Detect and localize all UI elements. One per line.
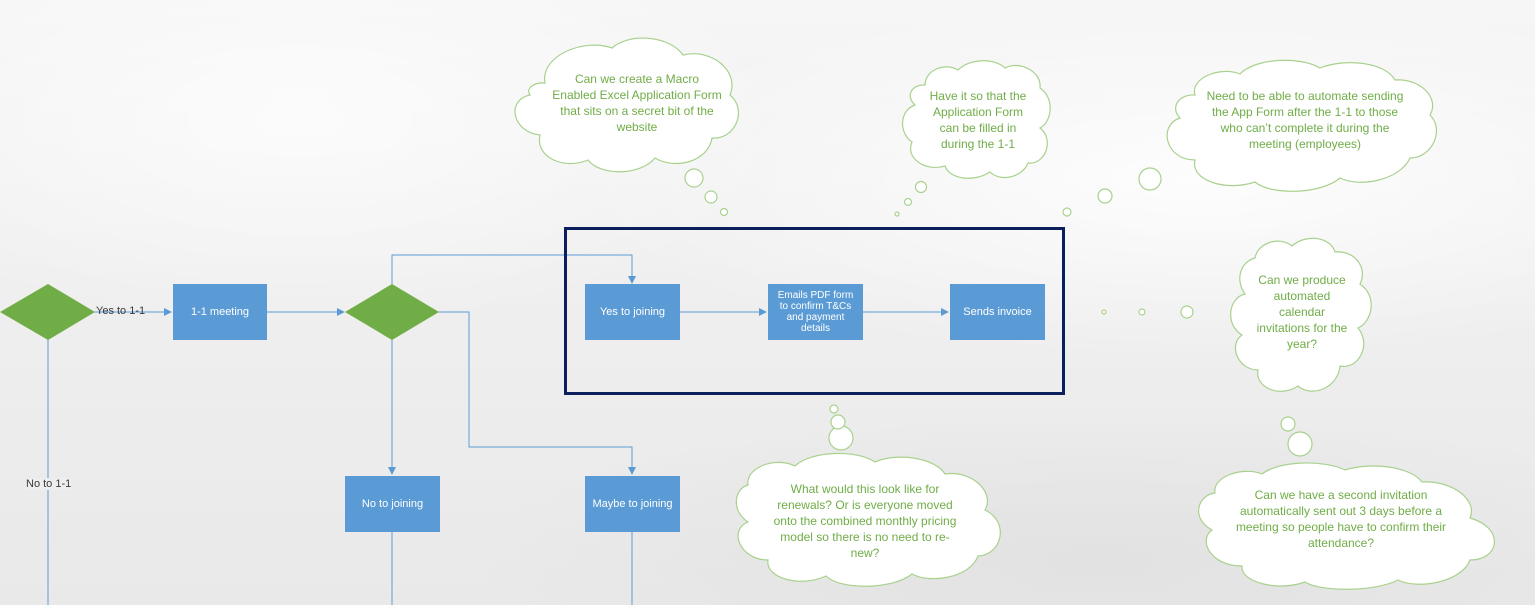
thought-cloud-automate-sending bbox=[1062, 59, 1437, 217]
process-maybe-to-joining[interactable]: Maybe to joining bbox=[585, 476, 680, 532]
thought-cloud-second-invitation bbox=[1198, 462, 1495, 590]
decision-diamond-joining bbox=[345, 284, 439, 340]
cloud-text-filled-in: Have it so that the Application Form can… bbox=[929, 89, 1027, 151]
process-1-1-meeting[interactable]: 1-1 meeting bbox=[173, 284, 267, 340]
process-emails-pdf-form[interactable]: Emails PDF form to confirm T&Cs and paym… bbox=[768, 284, 863, 340]
cloud-text-renewals: What would this look like for renewals? … bbox=[773, 482, 957, 560]
label-yes-to-1-1: Yes to 1-1 bbox=[96, 305, 146, 317]
thought-cloud-macro-form bbox=[514, 37, 740, 217]
process-no-to-joining[interactable]: No to joining bbox=[345, 476, 440, 532]
process-maybe-to-joining-label: Maybe to joining bbox=[592, 498, 673, 510]
decision-diamond-1-1 bbox=[0, 284, 95, 340]
cloud-text-second-invitation: Can we have a second invitation automati… bbox=[1235, 488, 1447, 550]
highlight-frame bbox=[564, 227, 1065, 395]
process-emails-pdf-form-label: Emails PDF form to confirm T&Cs and paym… bbox=[777, 290, 854, 334]
process-yes-to-joining-label: Yes to joining bbox=[599, 306, 666, 318]
process-sends-invoice[interactable]: Sends invoice bbox=[950, 284, 1045, 340]
process-no-to-joining-label: No to joining bbox=[361, 498, 424, 510]
thought-cloud-renewals bbox=[735, 404, 1001, 587]
cloud-text-macro-form: Can we create a Macro Enabled Excel Appl… bbox=[552, 72, 722, 134]
label-no-to-1-1: No to 1-1 bbox=[26, 478, 72, 490]
thought-cloud-calendar-invites bbox=[1101, 237, 1372, 457]
process-1-1-meeting-label: 1-1 meeting bbox=[190, 306, 250, 318]
cloud-text-calendar-invites: Can we produce automated calendar invita… bbox=[1256, 273, 1348, 351]
process-yes-to-joining[interactable]: Yes to joining bbox=[585, 284, 680, 340]
cloud-text-automate-sending: Need to be able to automate sending the … bbox=[1206, 89, 1404, 151]
connector-lines bbox=[47, 254, 949, 605]
process-sends-invoice-label: Sends invoice bbox=[963, 306, 1032, 318]
thought-cloud-filled-in bbox=[894, 60, 1051, 217]
